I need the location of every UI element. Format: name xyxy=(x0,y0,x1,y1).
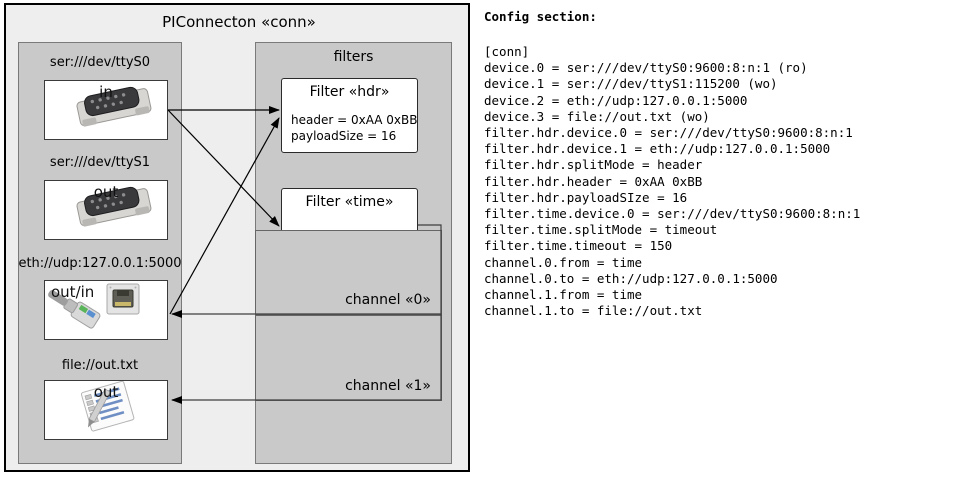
config-line: [conn] xyxy=(484,44,530,59)
config-line: filter.hdr.splitMode = header xyxy=(484,157,703,173)
wire-channel-0 xyxy=(171,224,442,318)
serial-port-icon xyxy=(76,186,152,227)
config-line: channel.0.to = eth://udp:127.0.0.1:5000 xyxy=(484,270,778,286)
config-line: filter.hdr.header = 0xAA 0xBB xyxy=(484,173,703,189)
config-line: filter.hdr.device.0 = ser:///dev/ttyS0:9… xyxy=(484,125,853,141)
filter-title-hdr: Filter «hdr» xyxy=(309,84,390,100)
config-line: channel.1.from = time xyxy=(484,287,643,303)
config-line: filter.time.splitMode = timeout xyxy=(484,222,718,238)
config-line: device.1 = ser:///dev/ttyS1:115200 (wo) xyxy=(484,76,778,92)
config-line: device.3 = file://out.txt (wo) xyxy=(484,108,710,124)
wire-eth-to-hdr xyxy=(169,117,280,315)
config-line: filter.hdr.device.1 = eth://udp:127.0.0.… xyxy=(484,141,831,157)
serial-port-icon xyxy=(76,86,152,127)
channel-label-1: channel «1» xyxy=(345,378,431,394)
filter-title-time: Filter «time» xyxy=(305,194,394,210)
ethernet-jack-icon xyxy=(48,283,140,329)
filter-attr-payloadsize: payloadSize = 16 xyxy=(291,129,397,143)
config-line: channel.0.from = time xyxy=(484,254,643,270)
channel-panel-0[interactable]: channel «0» xyxy=(255,230,442,315)
wire-channel-1 xyxy=(171,314,442,404)
config-line: device.0 = ser:///dev/ttyS0:9600:8:n:1 (… xyxy=(484,60,808,76)
text-file-icon xyxy=(80,381,135,432)
device-node-0[interactable]: in xyxy=(44,80,168,140)
config-heading: Config section: xyxy=(484,9,597,24)
filter-attr-header: header = 0xAA 0xBB xyxy=(291,113,418,127)
config-line: filter.time.timeout = 150 xyxy=(484,238,673,254)
component-title: PIConnecton «conn» xyxy=(162,13,316,31)
device-node-1[interactable]: out xyxy=(44,180,168,240)
device-label-3: file://out.txt xyxy=(61,358,139,373)
config-line: filter.time.device.0 = ser:///dev/ttyS0:… xyxy=(484,206,861,222)
config-line: channel.1.to = file://out.txt xyxy=(484,303,703,319)
device-node-3[interactable]: out xyxy=(44,380,168,440)
channel-panel-1[interactable]: channel «1» xyxy=(255,315,442,401)
wire-ttyS0-to-time xyxy=(167,109,280,227)
connection-wires xyxy=(167,106,442,404)
filters-group-title: filters xyxy=(333,49,374,65)
device-label-0: ser:///dev/ttyS0 xyxy=(49,55,151,70)
device-label-1: ser:///dev/ttyS1 xyxy=(49,155,151,170)
device-label-2: eth://udp:127.0.0.1:5000 xyxy=(18,256,182,271)
channel-label-0: channel «0» xyxy=(345,292,431,308)
config-body: [conn]device.0 = ser:///dev/ttyS0:9600:8… xyxy=(484,44,860,319)
config-line: filter.hdr.payloadSIze = 16 xyxy=(484,189,688,205)
config-line: device.2 = eth://udp:127.0.0.1:5000 xyxy=(484,92,748,108)
filter-node-hdr[interactable]: Filter «hdr» header = 0xAA 0xBB payloadS… xyxy=(281,78,418,153)
